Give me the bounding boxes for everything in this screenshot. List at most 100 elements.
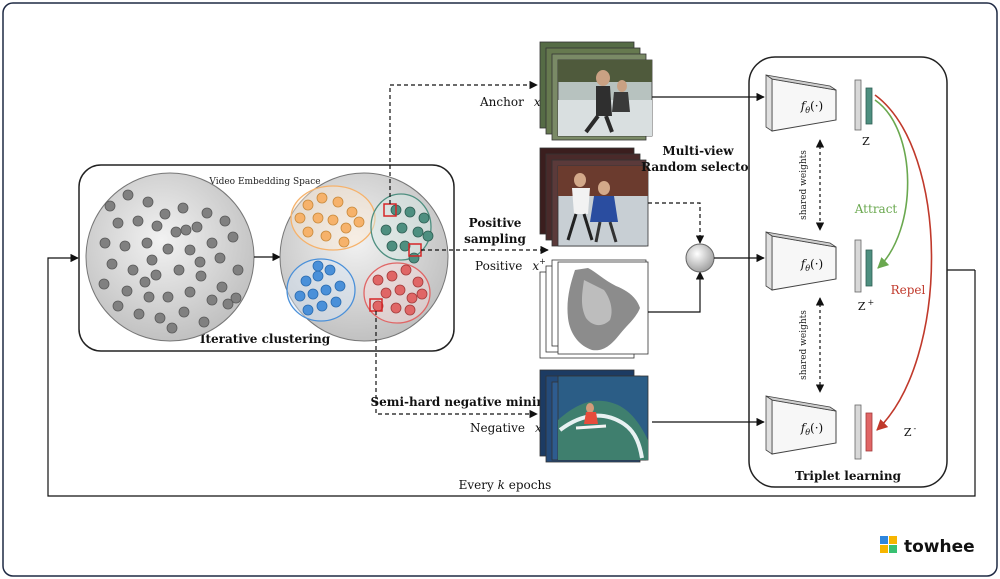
raw-point	[198, 316, 210, 328]
teal-point	[380, 224, 392, 236]
blue-point	[294, 290, 306, 302]
negative-mining-label: Semi-hard negative mining	[371, 395, 555, 409]
orange-point	[327, 214, 339, 226]
raw-point	[133, 308, 145, 320]
attract-label: Attract	[854, 202, 898, 216]
blue-point	[312, 270, 324, 282]
red-point	[400, 264, 412, 276]
positive-sampling-label-2: sampling	[464, 232, 526, 246]
orange-point	[353, 216, 365, 228]
encoder-anchor: fθ(·)	[765, 74, 837, 132]
raw-point	[99, 237, 111, 249]
teal-point	[418, 212, 430, 224]
anchor-sampling-arrow	[389, 80, 538, 204]
red-point	[406, 292, 418, 304]
z-anchor-bar-outer	[854, 79, 862, 131]
raw-point	[154, 312, 166, 324]
orange-point	[316, 192, 328, 204]
blue-point	[300, 275, 312, 287]
raw-point	[184, 286, 196, 298]
logo-block-green	[889, 545, 897, 553]
raw-point	[214, 252, 226, 264]
repel-arrow	[874, 94, 933, 431]
negative-frames	[539, 369, 649, 463]
raw-point	[195, 270, 207, 282]
raw-point	[162, 291, 174, 303]
loop-label: Every k epochs	[459, 478, 552, 492]
raw-point	[150, 269, 162, 281]
blue-point	[307, 288, 319, 300]
z-anchor-label: Z	[862, 135, 870, 148]
raw-point	[173, 264, 185, 276]
blue-point	[316, 300, 328, 312]
red-point	[390, 302, 402, 314]
negative-sampling-arrow	[375, 311, 538, 419]
raw-point	[194, 256, 206, 268]
raw-point	[201, 207, 213, 219]
raw-point	[106, 258, 118, 270]
z-anchor-bar	[865, 87, 873, 125]
repel-label: Repel	[891, 283, 926, 297]
encoder-anchor-label: fθ(·)	[800, 99, 823, 115]
raw-point	[191, 221, 203, 233]
raw-point	[142, 196, 154, 208]
teal-point	[396, 222, 408, 234]
positive-rgb-frames	[539, 147, 649, 247]
embedding-space-label: Video Embedding Space	[208, 177, 320, 187]
raw-point	[112, 217, 124, 229]
red-point	[372, 274, 384, 286]
z-positive-label: Z+	[858, 298, 874, 313]
raw-point	[146, 254, 158, 266]
orange-point	[294, 212, 306, 224]
orange-point	[302, 226, 314, 238]
blue-point	[324, 264, 336, 276]
teal-point	[422, 230, 434, 242]
rgb-to-selector-arrow	[648, 202, 705, 244]
selector-label-1: Multi-view	[662, 144, 734, 158]
raw-point	[139, 276, 151, 288]
red-point	[404, 304, 416, 316]
triplet-caption: Triplet learning	[795, 469, 902, 483]
raw-point	[206, 237, 218, 249]
raw-point	[112, 300, 124, 312]
raw-point	[178, 306, 190, 318]
raw-point	[159, 208, 171, 220]
raw-embedding-sphere	[85, 172, 255, 342]
teal-point	[399, 240, 411, 252]
logo-block-yellow	[889, 536, 897, 544]
red-point	[412, 276, 424, 288]
teal-point	[412, 226, 424, 238]
blue-point	[302, 304, 314, 316]
teal-point	[404, 206, 416, 218]
orange-point	[332, 196, 344, 208]
red-point	[380, 287, 392, 299]
blue-point	[330, 296, 342, 308]
encoder-positive: fθ(·)	[765, 231, 837, 291]
orange-point	[320, 230, 332, 242]
raw-point	[184, 244, 196, 256]
raw-point	[141, 237, 153, 249]
selector-label-2: Random selector	[641, 160, 755, 174]
selector-node	[685, 243, 715, 273]
orange-point	[302, 199, 314, 211]
anchor-frames	[539, 41, 653, 141]
raw-points	[98, 189, 244, 334]
towhee-logo: towhee	[880, 536, 975, 557]
orange-point	[340, 222, 352, 234]
orange-point	[338, 236, 350, 248]
z-positive-bar-outer	[854, 239, 862, 293]
shared-weights-label-bottom: shared weights	[799, 310, 809, 380]
brand-name: towhee	[904, 537, 975, 557]
z-positive-bar	[865, 249, 873, 287]
logo-block-yellow-2	[880, 545, 888, 553]
clustering-caption: Iterative clustering	[200, 332, 331, 346]
raw-point	[180, 224, 192, 236]
depth-to-selector-arrow	[648, 271, 705, 313]
raw-point	[166, 322, 178, 334]
raw-point	[151, 220, 163, 232]
red-point	[386, 270, 398, 282]
